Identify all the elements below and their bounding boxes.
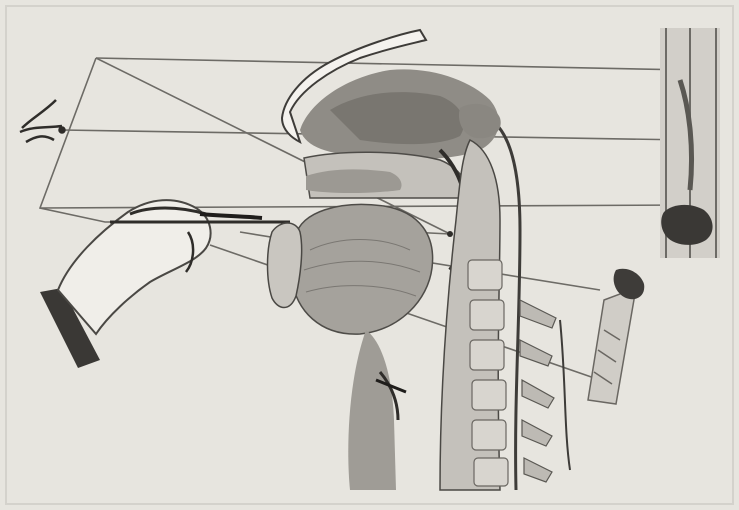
anatomical-figure	[0, 0, 739, 510]
illustration-canvas	[0, 0, 739, 510]
